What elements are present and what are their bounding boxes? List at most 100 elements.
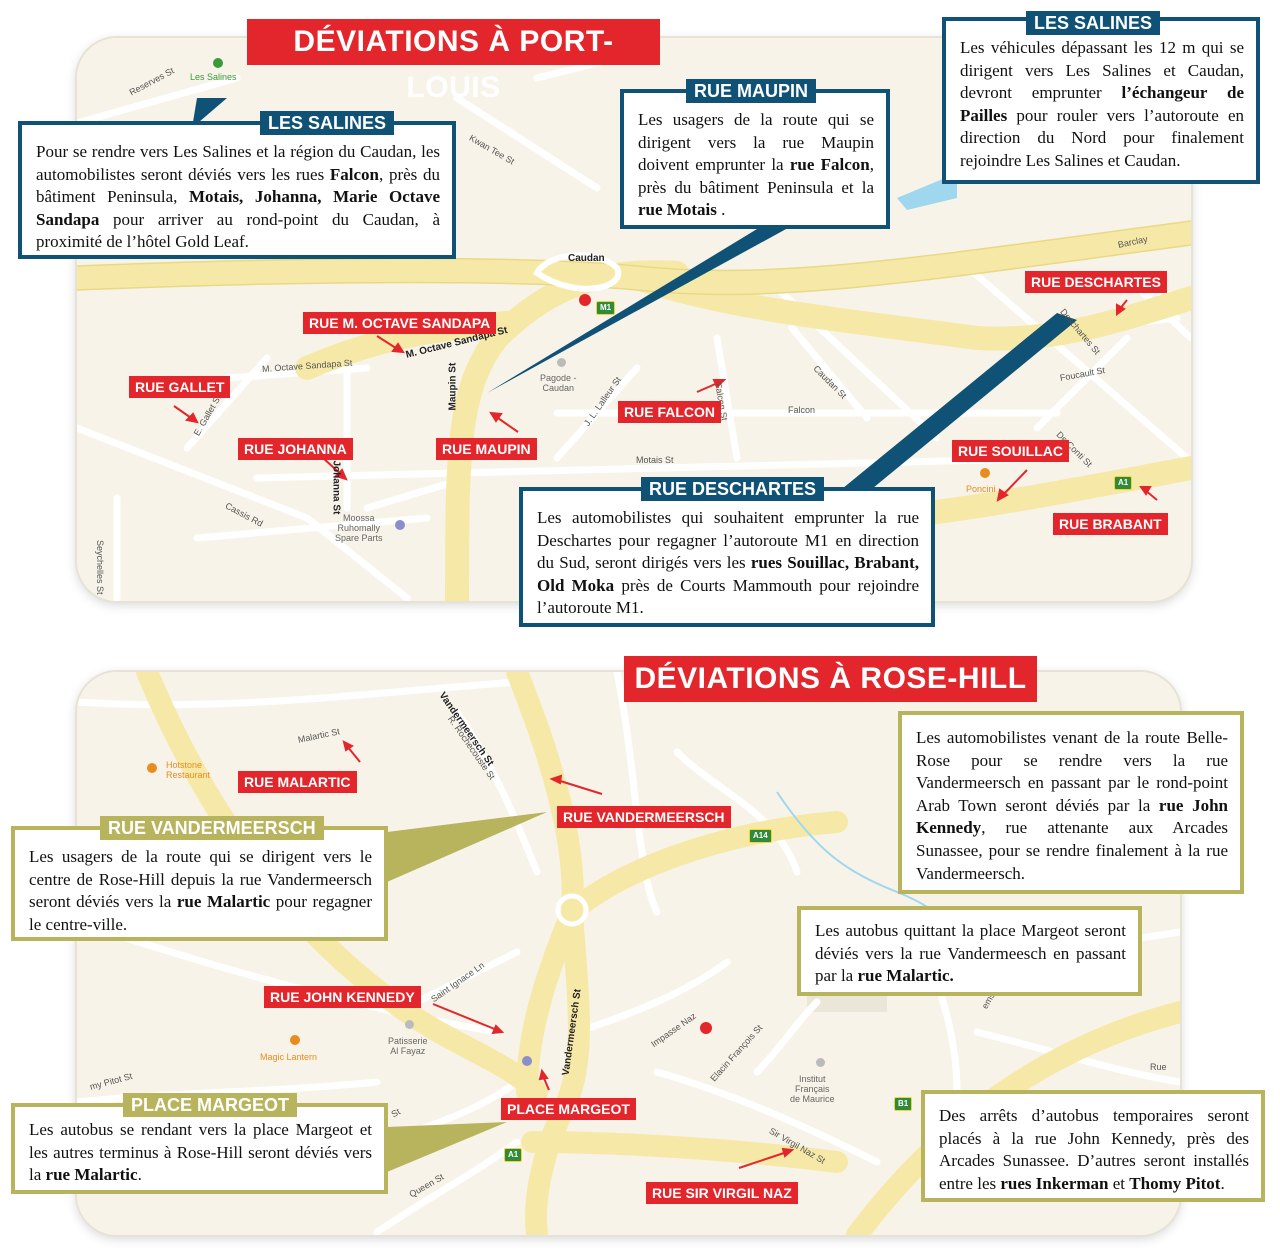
bold-text: rue Malartic. [857,966,954,986]
bold-text: Thomy Pitot [1129,1173,1221,1193]
shield-a1: A1 [1114,476,1133,490]
box-tab: RUE VANDERMEERSCH [100,816,324,840]
poi-poncini: Poncini [966,484,996,494]
text-segment: Les automobilistes qui souhaitent emprun… [537,508,919,573]
bold-text: rues Inkerman [1000,1173,1109,1193]
text-segment: pour arriver au rond-point du Caudan, à … [36,209,440,252]
bold-text: rue Falcon [789,155,870,175]
bold-text: rue Malartic [45,1165,138,1185]
box-rue-vandermeersch: RUE VANDERMEERSCH Les usagers de la rout… [11,816,388,941]
text-segment: Les autobus se rendant vers la place Mar… [29,1120,372,1185]
institut-icon [816,1058,825,1067]
poi-institut: Institut Français de Maurice [790,1074,835,1104]
shield-a14: A14 [749,829,772,843]
deschartes-pointer [837,313,1077,493]
street-falcon: Falcon [788,405,816,415]
shield-m1: M1 [596,301,616,315]
tag-rue-sir-virgil-naz: RUE SIR VIRGIL NAZ [646,1182,798,1204]
text-segment: , près du bâtiment Peninsula, [36,164,440,207]
text-segment: . [716,200,726,220]
poi-les-salines: Les Salines [190,72,237,82]
box-autobus-margeot: Les autobus quittant la place Margeot se… [797,906,1142,996]
rose-hill-title: DÉVIATIONS À ROSE-HILL [624,656,1037,702]
text-segment: Les usagers de la route qui se dirigent … [638,110,874,175]
text-segment: près de Courts Mammouth pour rejoindre l… [537,575,919,618]
text-segment: et [1108,1173,1130,1193]
box-tab: LES SALINES [260,111,395,135]
shield-b1: B1 [894,1097,913,1111]
text-segment: Les automobilistes venant de la route Be… [916,728,1228,815]
caudan-pin [579,294,591,306]
box-tab: RUE MAUPIN [686,79,817,103]
box-les-salines-trucks: LES SALINES Les véhicules dépassant les … [942,11,1260,184]
street-johanna: Johanna St [330,460,342,515]
tag-rue-deschartes: RUE DESCHARTES [1025,271,1167,293]
vandermeersch-pointer [387,812,547,882]
text-segment: . [137,1165,142,1185]
street-motais: Motais St [636,455,674,465]
tag-rue-johanna: RUE JOHANNA [238,438,353,460]
text-segment: pour regagner le centre-ville. [29,892,372,934]
text-segment: Les autobus quittant la place Margeot se… [815,921,1126,986]
tag-rue-gallet: RUE GALLET [129,376,231,398]
hotstone-icon [147,763,157,773]
bus-icon [522,1056,532,1066]
tag-rue-vandermeersch: RUE VANDERMEERSCH [557,806,731,828]
port-louis-title: DÉVIATIONS À PORT-LOUIS [247,19,660,104]
street-rue: Rue [1150,1062,1167,1072]
box-text: Les usagers de la route qui se dirigent … [638,109,874,222]
poi-magic-lantern: Magic Lantern [260,1052,318,1062]
tag-rue-souillac: RUE SOUILLAC [952,440,1069,462]
text-segment: Les véhicules dépassant les 12 m qui se … [960,38,1244,103]
text-segment: Pour se rendre vers Les Salines et la ré… [36,142,440,184]
tag-rue-malartic: RUE MALARTIC [238,771,357,793]
bold-text: l’échangeur de Pailles [960,83,1244,125]
tag-place-margeot: PLACE MARGEOT [501,1098,636,1120]
magic-lantern-icon [290,1035,300,1045]
tag-rue-maupin: RUE MAUPIN [436,438,537,460]
box-arrets: Des arrêts d’autobus temporaires seront … [921,1090,1265,1202]
margeot-pointer [387,1122,507,1172]
box-rue-deschartes: RUE DESCHARTES Les automobilistes qui so… [519,477,935,627]
tag-rue-brabant: RUE BRABANT [1053,513,1168,535]
shield-a1-rh: A1 [504,1148,523,1162]
box-text: Les automobilistes qui souhaitent emprun… [537,507,919,620]
box-rue-maupin: RUE MAUPIN Les usagers de la route qui s… [620,79,890,229]
poi-moossa: Moossa Ruhomally Spare Parts [335,513,383,543]
poi-pagode: Pagode - Caudan [540,373,577,393]
poi-patisserie: Patisserie Al Fayaz [388,1036,428,1056]
box-belle-rose: Les automobilistes venant de la route Be… [898,711,1244,894]
box-place-margeot: PLACE MARGEOT Les autobus se rendant ver… [11,1093,388,1194]
salines-pointer [192,98,227,128]
box-text: Les automobilistes venant de la route Be… [916,727,1228,885]
bold-text: rue John Kennedy [916,795,1228,838]
box-text: Les véhicules dépassant les 12 m qui se … [960,37,1244,173]
box-tab: PLACE MARGEOT [123,1093,298,1117]
salines-poi-icon [213,58,223,68]
poncini-icon [980,468,990,478]
street-seychelles: Seychelles St [95,540,105,595]
street-caudan: Caudan [568,253,605,264]
tag-rue-falcon: RUE FALCON [618,401,721,423]
moossa-icon [395,520,405,530]
tag-rue-sandapa: RUE M. OCTAVE SANDAPA [303,312,497,334]
patisserie-icon [405,1020,414,1029]
text-segment: , rue attenante aux Arcades Sunassee, po… [916,818,1228,883]
bold-text: rue Malartic [176,892,271,912]
text-segment: , près du bâtiment Peninsula et la [638,155,875,197]
text-segment: Des arrêts d’autobus temporaires seront … [939,1106,1249,1193]
poi-hotstone: Hotstone Restaurant [166,760,211,780]
box-tab: LES SALINES [1026,11,1161,35]
box-text: Des arrêts d’autobus temporaires seront … [939,1105,1249,1195]
box-text: Pour se rendre vers Les Salines et la ré… [36,141,440,254]
bold-text: rues Souillac, Brabant, Old Moka [537,553,919,595]
box-text: Les usagers de la route qui se dirigent … [29,846,372,936]
institut-pin [700,1022,712,1034]
pagode-icon [557,358,566,367]
text-segment: pour rouler vers l’autoroute en directio… [960,105,1244,170]
maupin-pointer [487,223,797,393]
box-tab: RUE DESCHARTES [641,477,825,501]
tag-rue-john-kennedy: RUE JOHN KENNEDY [264,986,421,1008]
bold-text: Falcon [329,164,380,184]
box-text: Les autobus se rendant vers la place Mar… [29,1119,372,1187]
